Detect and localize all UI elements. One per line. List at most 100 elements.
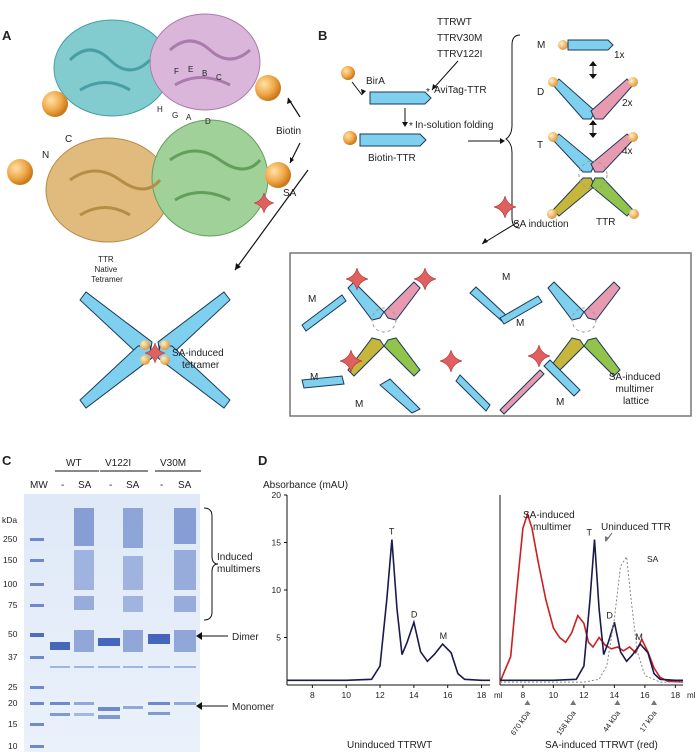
svg-text:37: 37	[8, 652, 18, 662]
svg-text:SA: SA	[178, 480, 192, 491]
x-tick-label: 14	[409, 690, 419, 700]
x-tick-label: 12	[579, 690, 589, 700]
monomer-label: Monomer	[232, 702, 275, 713]
m-label: M	[516, 318, 524, 329]
x-tick-label: 8	[521, 690, 526, 700]
biotin-ball	[7, 159, 33, 185]
biotin-ball	[42, 91, 68, 117]
svg-text:B: B	[202, 69, 207, 78]
svg-text:50: 50	[8, 629, 18, 639]
panel-a-label: A	[2, 28, 12, 43]
x-unit-label: ml	[494, 691, 503, 700]
x-tick-label: 8	[310, 690, 315, 700]
state-m-label: M	[537, 40, 545, 51]
standard-marker	[651, 700, 658, 705]
svg-text:*: *	[426, 87, 430, 98]
panel-c: C MW WT V122I V30M - SA - SA - SA kDa 25…	[2, 453, 275, 752]
y-tick-label: 20	[272, 490, 282, 500]
peak-label: D	[606, 610, 613, 620]
biotin-ttr-label: Biotin-TTR	[368, 153, 416, 164]
standard-marker	[570, 700, 577, 705]
standard-label: 17 kDa	[638, 708, 659, 733]
x-tick-label: 10	[341, 690, 351, 700]
svg-text:SA: SA	[78, 480, 92, 491]
x-tick-label: 14	[610, 690, 620, 700]
x-tick-label: 16	[640, 690, 650, 700]
m-label: M	[556, 397, 564, 408]
peak-label: T	[389, 527, 395, 537]
bira-label: BirA	[366, 76, 385, 87]
sa-label: SA	[283, 188, 297, 199]
y-tick-label: 10	[272, 585, 282, 595]
svg-text:-: -	[61, 480, 64, 491]
peak-label: M	[440, 631, 448, 641]
induced-multimers-label: Induced multimers	[217, 552, 260, 575]
strand-letters: F E B C H G A D	[157, 65, 222, 126]
kda-label: kDa	[2, 515, 17, 525]
standard-label: 44 kDa	[601, 708, 622, 733]
avitag-label: AviTag-TTR	[434, 85, 487, 96]
chart-uninduced: 8 10 12 14 16 18 ml 5 10 15 20T D M	[272, 490, 503, 700]
biotin-ball	[255, 75, 281, 101]
m-label: M	[310, 372, 318, 383]
svg-text:C: C	[216, 73, 222, 82]
panel-d-label: D	[258, 453, 267, 468]
sa-induction-label: SA induction	[513, 219, 569, 230]
svg-text:15: 15	[8, 719, 18, 729]
sa-peak-annotation: SA	[647, 554, 659, 564]
panel-b: B TTRWT TTRV30M TTRV122I BirA * AviTag-T…	[289, 17, 692, 417]
y-axis-label: Absorbance (mAU)	[263, 480, 348, 491]
svg-text:150: 150	[3, 555, 17, 565]
peak-label: M	[635, 632, 643, 642]
svg-text:F: F	[174, 67, 179, 76]
svg-text:*: *	[409, 121, 413, 132]
y-tick-label: 15	[272, 538, 282, 548]
x-tick-label: 18	[671, 690, 681, 700]
c-terminus-label: C	[65, 134, 72, 145]
svg-text:SA: SA	[126, 480, 140, 491]
ttr-monomer-shape	[369, 91, 432, 105]
svg-text:100: 100	[3, 579, 17, 589]
x-tick-label: 12	[375, 690, 385, 700]
svg-text:75: 75	[8, 600, 18, 610]
x-unit-label: ml	[687, 691, 696, 700]
svg-text:G: G	[172, 111, 178, 120]
series-line-2	[500, 555, 683, 683]
x-tick-label: 16	[443, 690, 453, 700]
svg-text:H: H	[157, 105, 163, 114]
svg-text:250: 250	[3, 534, 17, 544]
svg-text:D: D	[205, 117, 211, 126]
standard-label: 670 kDa	[509, 708, 533, 737]
biotin-ball	[341, 66, 355, 80]
biotin-ball	[265, 162, 291, 188]
state-d-label: D	[537, 87, 544, 98]
peak-label: D	[411, 609, 418, 619]
streptavidin-star	[494, 196, 516, 218]
panel-c-label: C	[2, 453, 12, 468]
standard-marker	[614, 700, 621, 705]
x-tick-label: 18	[477, 690, 487, 700]
biotin-label: Biotin	[276, 126, 301, 137]
series-line-0	[499, 511, 684, 683]
m-label: M	[502, 272, 510, 283]
svg-text:20: 20	[8, 698, 18, 708]
svg-text:-: -	[160, 480, 163, 491]
m-label: M	[355, 399, 363, 410]
x-axis-label-sa-induced: SA-induced TTRWT (red)	[545, 740, 658, 751]
gel-bands	[30, 508, 196, 748]
svg-text:10: 10	[8, 741, 18, 751]
count-label: 1x	[614, 50, 625, 61]
panel-b-label: B	[318, 28, 327, 43]
sa-tetramer-label: SA-induced tetramer	[172, 348, 226, 371]
x-axis-label-uninduced: Uninduced TTRWT	[347, 740, 432, 751]
biotin-ttr-shape	[359, 133, 427, 147]
y-tick-label: 5	[276, 633, 281, 643]
lattice-label: SA-induced multimer lattice	[609, 372, 663, 407]
group-label: V122I	[105, 458, 131, 469]
dimer-label: Dimer	[232, 632, 259, 643]
variant-label: TTRV30M	[437, 33, 482, 44]
svg-text:E: E	[188, 65, 193, 74]
svg-text:-: -	[109, 480, 112, 491]
group-label: V30M	[160, 458, 186, 469]
